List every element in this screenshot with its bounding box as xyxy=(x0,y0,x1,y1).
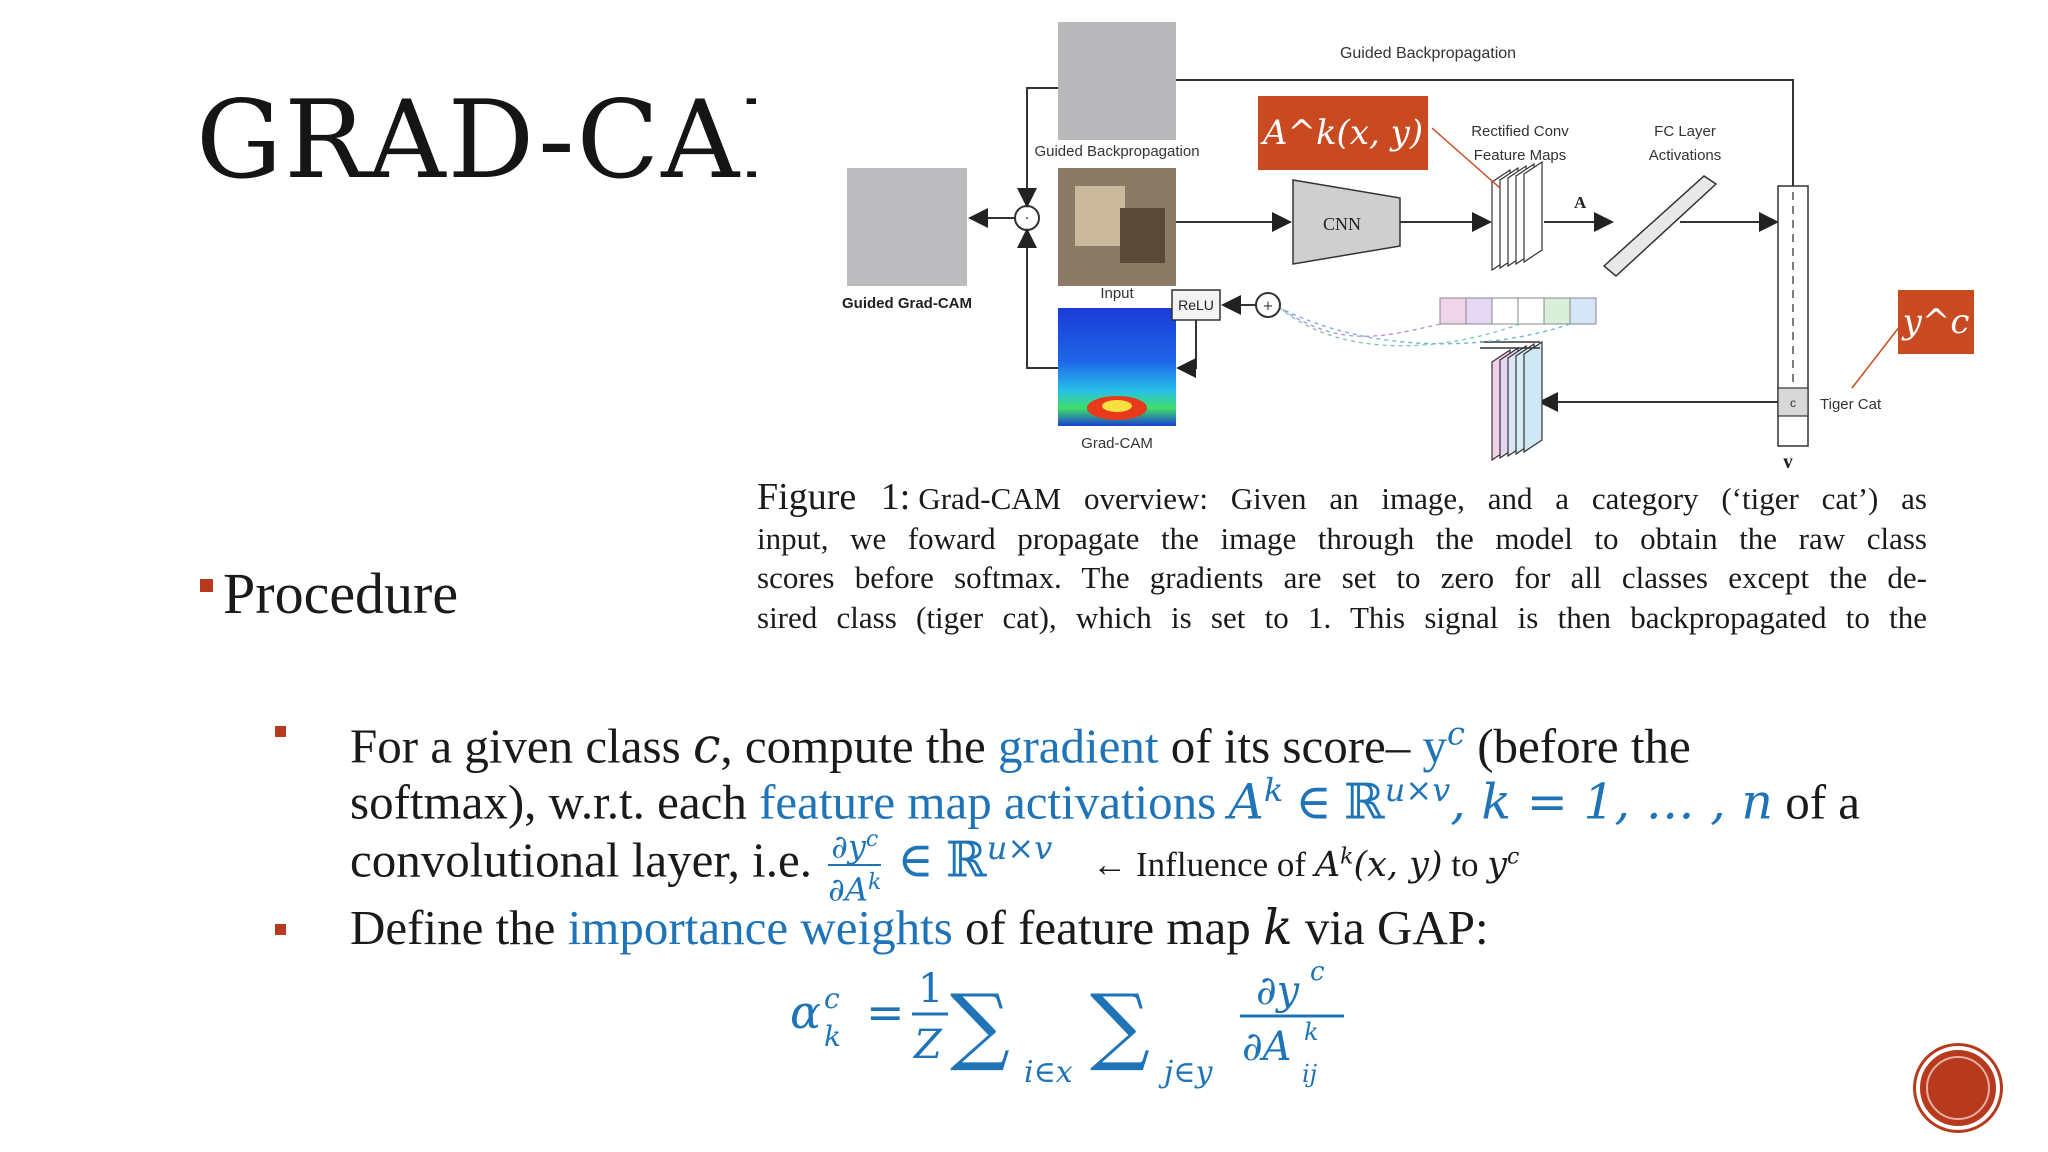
svg-text:+: + xyxy=(1263,299,1274,314)
svg-text:∂y: ∂y xyxy=(1256,968,1301,1014)
guided-backprop-image xyxy=(1058,22,1176,140)
guided-gradcam-image xyxy=(847,168,967,286)
slide-title: GRAD-CAM xyxy=(196,86,756,196)
gradient-term: gradient xyxy=(997,718,1159,774)
svg-text:∑: ∑ xyxy=(1090,976,1150,1074)
caption-line-4: sired class (tiger cat), which is set to… xyxy=(757,599,1927,635)
input-label: Input xyxy=(1100,285,1134,302)
svg-text:α: α xyxy=(790,985,821,1039)
svg-text:j∈y: j∈y xyxy=(1158,1055,1214,1090)
svg-text:c: c xyxy=(1310,958,1325,987)
gradient-maps-stack xyxy=(1491,340,1543,462)
svg-text:c: c xyxy=(824,982,840,1015)
relu-label: ReLU xyxy=(1178,297,1214,313)
svg-text:k: k xyxy=(824,1020,841,1053)
caption-label: Figure 1: xyxy=(757,476,911,518)
svg-text:·: · xyxy=(1025,211,1029,227)
rect-conv-label-1: Rectified Conv xyxy=(1471,123,1569,140)
svg-text:∂A: ∂A xyxy=(1242,1024,1292,1070)
importance-weights-term: importance weights xyxy=(567,900,953,955)
fc-layer xyxy=(1602,175,1718,277)
guided-backprop-top-label: Guided Backpropagation xyxy=(1340,45,1516,62)
guided-backprop-image-label: Guided Backpropagation xyxy=(1034,143,1199,160)
backprop-arrow xyxy=(1071,70,1794,186)
svg-text:k: k xyxy=(1304,1018,1319,1046)
figure-caption: Figure 1:Grad-CAM overview: Given an ima… xyxy=(757,476,1927,637)
weights-row xyxy=(1439,297,1597,325)
slide-logo-icon xyxy=(1916,1046,2000,1130)
fc-label-2: Activations xyxy=(1649,147,1722,164)
bullet-marker xyxy=(200,579,213,593)
bullet-1-line-2: softmax), w.r.t. each feature map activa… xyxy=(350,771,1861,831)
svg-text:∑: ∑ xyxy=(950,976,1010,1074)
a-label: A xyxy=(1574,193,1587,212)
tiger-cat-label: Tiger Cat xyxy=(1820,396,1882,413)
caption-line-2: input, we foward propagate the image thr… xyxy=(757,520,1927,556)
bullet-2-line: Define the importance weights of feature… xyxy=(350,899,1489,956)
bullet-1-line-3: convolutional layer, i.e. ∂yc∂Ak ∈ ℝu×v←… xyxy=(350,820,1520,907)
svg-text:Z: Z xyxy=(912,1022,943,1068)
svg-text:=: = xyxy=(866,985,905,1039)
caption-line-1: Figure 1:Grad-CAM overview: Given an ima… xyxy=(757,476,1927,518)
y-label: y xyxy=(1783,451,1793,468)
cnn-block xyxy=(1292,179,1401,265)
guided-gradcam-label: Guided Grad-CAM xyxy=(842,295,972,312)
influence-annotation: ← Influence of Ak(x, y) to yc xyxy=(1092,844,1520,886)
importance-weight-formula: α c k = 1 Z ∑ i∈x ∑ j∈y ∂y c ∂A k ij xyxy=(790,958,1344,1090)
svg-text:ij: ij xyxy=(1302,1060,1318,1088)
yc-callout: y^c xyxy=(1898,290,1974,354)
class-cell xyxy=(1777,387,1809,417)
feature-maps-stack xyxy=(1491,160,1543,272)
svg-text:c: c xyxy=(1790,396,1796,410)
feature-map-activations-term: feature map activations xyxy=(759,774,1229,830)
svg-text:1: 1 xyxy=(918,966,943,1012)
cnn-label: CNN xyxy=(1323,214,1361,234)
procedure-heading: Procedure xyxy=(200,560,458,627)
akxy-callout: A^k(x, y) xyxy=(1258,96,1428,170)
gradcam-label: Grad-CAM xyxy=(1081,435,1153,452)
caption-line-3: scores before softmax. The gradients are… xyxy=(757,560,1927,595)
rect-conv-label-2: Feature Maps xyxy=(1474,147,1567,164)
gradcam-overview-figure: Guided Backpropagation Guided Backpropag… xyxy=(842,22,1901,468)
bullet-1-line-1: For a given class c, compute the gradien… xyxy=(350,715,1691,775)
svg-text:i∈x: i∈x xyxy=(1024,1055,1073,1090)
partial-fraction: ∂yc∂Ak xyxy=(828,823,882,907)
fc-label-1: FC Layer xyxy=(1654,123,1716,140)
